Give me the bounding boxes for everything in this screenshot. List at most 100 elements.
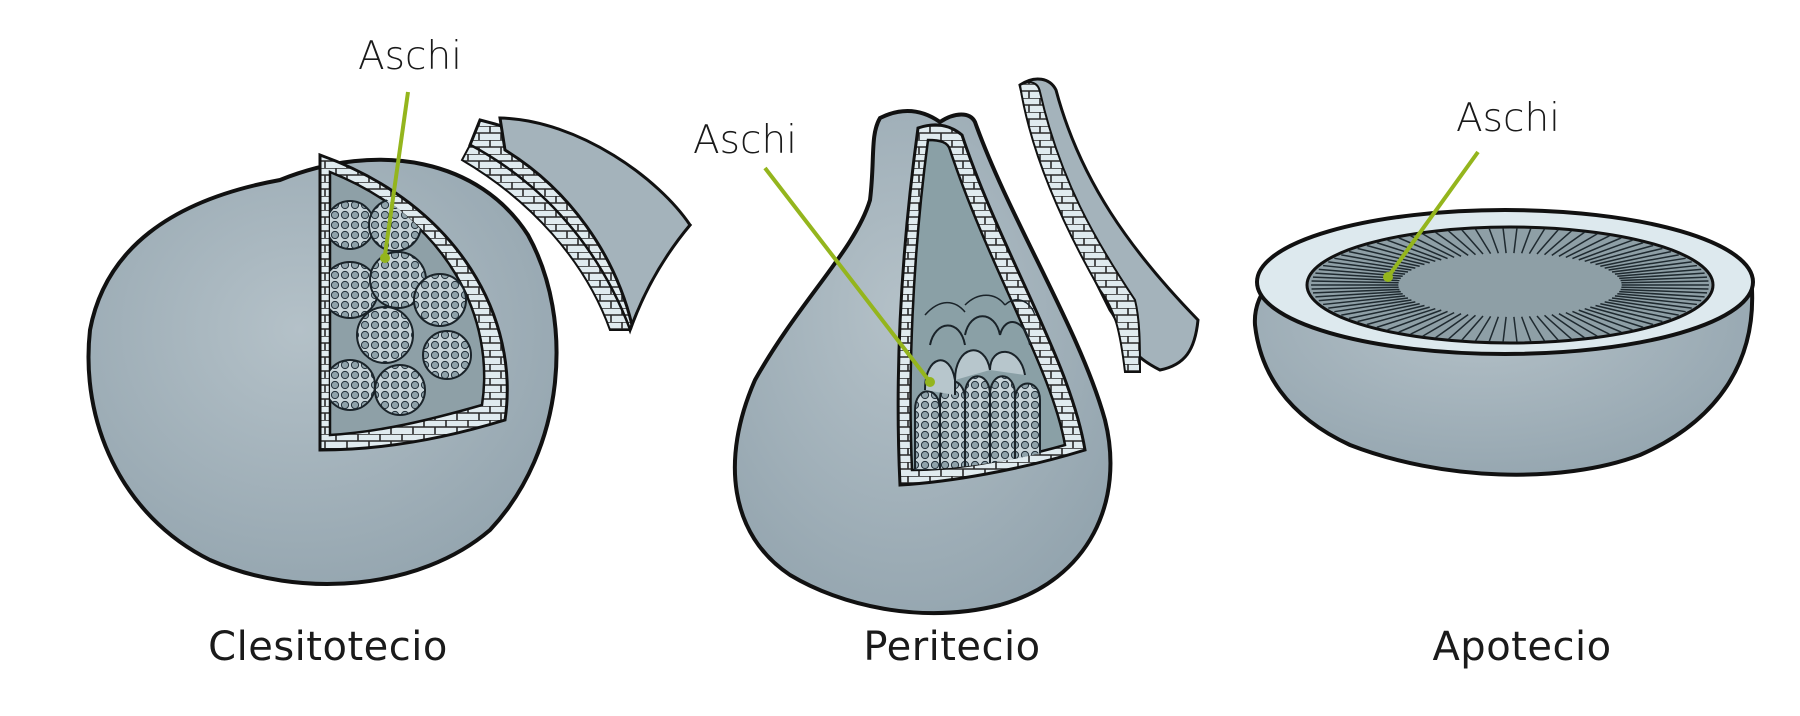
ascus [1619, 272, 1705, 280]
ascus [1334, 257, 1412, 271]
ascus [1322, 295, 1406, 306]
ascus [1398, 237, 1448, 260]
ascus [1448, 314, 1476, 340]
ascus [356, 306, 414, 364]
peritecio-caption: Peritecio [863, 624, 1041, 670]
clestotecio-callout-label: Aschi [358, 34, 462, 79]
ascus [1398, 310, 1448, 333]
ascus [1311, 280, 1399, 284]
ascus [1558, 233, 1598, 257]
ascus [422, 330, 472, 380]
apotecio-caption: Apotecio [1432, 624, 1612, 670]
ascus [1578, 239, 1633, 261]
ascus [1461, 229, 1484, 255]
clestotecio-leader-line [383, 91, 410, 256]
ascus [1578, 309, 1633, 331]
ascus [1328, 297, 1409, 309]
ascus [1611, 261, 1692, 273]
ascus [1312, 288, 1400, 294]
ascus [1608, 299, 1686, 313]
ascus [1590, 244, 1654, 264]
ascus [1311, 286, 1399, 290]
ascus [1461, 315, 1484, 341]
ascus [914, 390, 941, 470]
peritecio-leader-line [763, 166, 932, 384]
ascus [1544, 230, 1572, 256]
peritecio-leader-dot [925, 377, 935, 387]
ascus [1551, 313, 1585, 339]
ascus [1435, 231, 1469, 257]
ascus [1448, 230, 1476, 256]
ascus [1410, 311, 1455, 335]
ascus [1513, 316, 1518, 342]
ascus [1565, 235, 1610, 259]
peritecio-cap-wall [1018, 81, 1142, 373]
clestotecio-cap-outer [498, 116, 692, 331]
ascus [1488, 316, 1500, 342]
ascus [954, 349, 991, 381]
ascus [1544, 314, 1572, 340]
ascus [1502, 228, 1507, 254]
ascus [1590, 306, 1654, 326]
ascus [374, 364, 426, 416]
clestotecio-figure [86, 91, 693, 586]
ascus [1341, 301, 1416, 316]
ascus [1357, 247, 1425, 266]
apotecio-hymenium [1305, 225, 1715, 345]
ascus [1614, 295, 1698, 306]
ascus [1488, 228, 1500, 254]
ascus [1410, 235, 1455, 259]
ascus [1334, 299, 1412, 313]
ascus [1014, 382, 1041, 470]
ascus [989, 350, 1026, 376]
ascus [1619, 290, 1705, 298]
ascus [1621, 286, 1709, 290]
ascus [964, 375, 991, 470]
clestotecio-leader-dot [380, 253, 390, 263]
ascus [1318, 293, 1403, 302]
ascus [1584, 242, 1644, 263]
ascus [1551, 231, 1585, 257]
ascus [1528, 316, 1546, 342]
ascus [1376, 307, 1436, 328]
peritecio-figure [732, 77, 1200, 616]
apotecio-figure [1252, 150, 1755, 477]
ascus [1604, 254, 1679, 269]
ascus [1572, 237, 1622, 260]
ascus [1520, 316, 1532, 342]
ascus [1617, 293, 1702, 302]
ascus [1528, 228, 1546, 254]
ascus [1608, 257, 1686, 271]
ascus [1595, 304, 1663, 323]
ascus [1315, 290, 1401, 298]
ascus [1520, 228, 1532, 254]
ascus [1536, 315, 1559, 341]
ascus [330, 200, 375, 250]
ascus [1357, 304, 1425, 323]
ascus [1536, 229, 1559, 255]
peritecio-callout-label: Aschi [693, 118, 797, 163]
ascus [1474, 228, 1492, 254]
ascus [989, 375, 1016, 470]
ascus [1620, 288, 1708, 294]
ascus [1366, 306, 1430, 326]
ascus [1474, 316, 1492, 342]
ascus [330, 261, 379, 319]
ascus [1435, 313, 1469, 339]
ascus [1595, 247, 1663, 266]
ascus [1611, 297, 1692, 309]
ascus [1584, 307, 1644, 328]
ascus [1600, 303, 1672, 320]
ascus [1572, 310, 1622, 333]
clestotecio-caption: Clesitotecio [208, 624, 448, 670]
ascus [1621, 280, 1709, 284]
ascus [1558, 313, 1598, 337]
ascus [1565, 311, 1610, 335]
ascus [1387, 239, 1442, 261]
ascus [1348, 303, 1420, 320]
ascus [929, 315, 1031, 346]
ascus [1513, 228, 1518, 254]
ascus [413, 273, 467, 327]
ascus [1617, 268, 1702, 277]
clestotecio-cap-edge [460, 143, 632, 331]
